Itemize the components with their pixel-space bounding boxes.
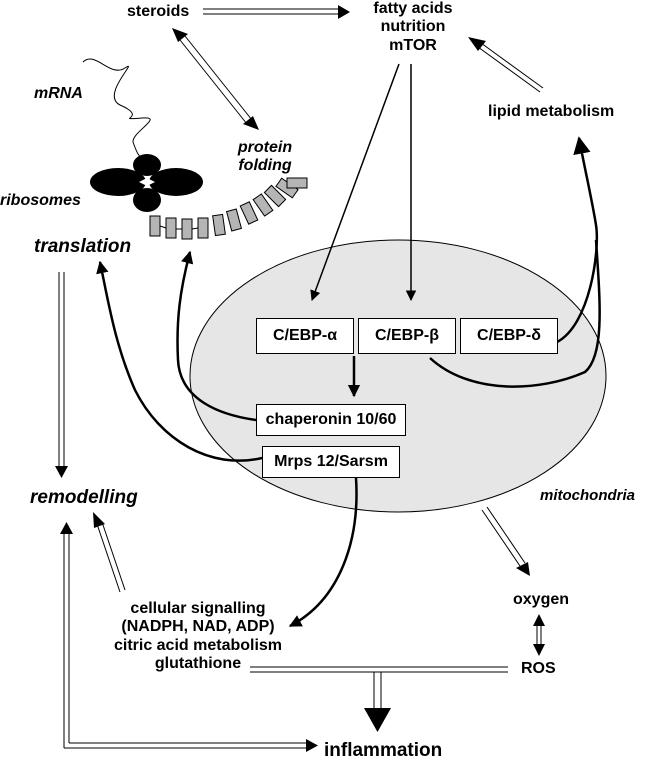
label-inflammation: inflammation	[324, 740, 443, 761]
arrow-translation-remodelling	[55, 272, 68, 478]
label-fatty-acids: fatty acids	[373, 0, 453, 17]
label-mrna: mRNA	[34, 85, 83, 102]
label-translation: translation	[34, 236, 132, 257]
arrow-remodelling-inflammation	[60, 522, 318, 752]
arrow-oxygen-ros	[533, 614, 545, 656]
label-citric-acid: citric acid metabolism	[113, 636, 283, 654]
box-mrps: Mrps 12/Sarsm	[262, 446, 400, 478]
mrna-strand	[82, 58, 151, 161]
label-nutrition: nutrition	[380, 18, 446, 36]
arrow-to-inflammation	[250, 666, 508, 732]
label-steroids: steroids	[127, 3, 190, 20]
label-mitochondria: mitochondria	[540, 487, 636, 504]
arrow-steroids-fatty-acids	[203, 5, 350, 19]
label-fatty-acids-group: fatty acids nutrition mTOR	[352, 0, 474, 55]
label-mtor: mTOR	[389, 36, 437, 54]
polypeptide-chain	[149, 177, 308, 240]
arrow-lipid-to-fatty-acids	[468, 37, 544, 93]
label-ribosomes: ribosomes	[0, 192, 81, 209]
label-lipid-metabolism: lipid metabolism	[488, 103, 615, 120]
label-protein: protein	[237, 139, 293, 156]
arrow-mitochondria-oxygen	[481, 506, 530, 576]
box-cebp-delta: C/EBP-δ	[460, 318, 558, 354]
label-cellular-signalling: cellular signalling	[130, 600, 266, 617]
label-glutathione: glutathione	[154, 655, 242, 673]
label-protein-folding: protein folding	[230, 139, 300, 176]
box-cebp-alpha: C/EBP-α	[256, 318, 354, 354]
label-folding: folding	[238, 157, 292, 175]
label-oxygen: oxygen	[513, 591, 570, 608]
arrow-chaperonin-protein-folding	[176, 250, 257, 422]
box-chaperonin: chaperonin 10/60	[256, 404, 406, 436]
arrow-mtor-cebp-alpha	[310, 63, 400, 301]
arrow-mrps-translation	[96, 260, 263, 462]
label-ros: ROS	[521, 660, 556, 677]
label-remodelling: remodelling	[30, 487, 138, 508]
arrow-mrps-cellular-signalling	[288, 477, 358, 628]
arrow-steroids-protein-folding	[172, 28, 259, 130]
arrow-cebp-delta-lipid	[556, 136, 599, 344]
ribosome-shape	[90, 154, 203, 212]
mitochondria-ellipse	[189, 239, 607, 513]
label-nadph: (NADPH, NAD, ADP)	[121, 618, 275, 636]
box-cebp-beta: C/EBP-β	[358, 318, 456, 354]
curve-cebp-beta-loop	[429, 239, 601, 388]
label-cellular-group: cellular signalling (NADPH, NAD, ADP) ci…	[100, 600, 296, 674]
arrow-signalling-remodelling	[93, 512, 126, 593]
